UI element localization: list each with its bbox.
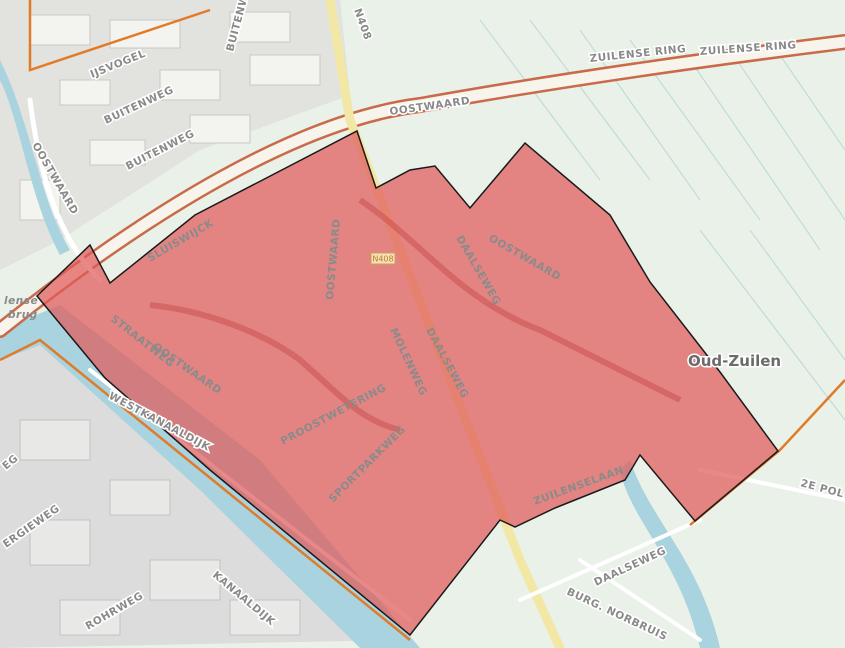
inner-channel [149, 302, 401, 433]
selected-area-polygon[interactable] [35, 129, 780, 637]
stream-west [0, 60, 70, 255]
river-vecht [620, 460, 720, 648]
road-shield-label: N408 [372, 255, 393, 264]
label-brug: brug [8, 309, 38, 321]
road-shield: N408 [370, 252, 396, 265]
label-zuilense-left: lense [4, 295, 38, 307]
inner-channel-east [358, 197, 682, 403]
building-blocks [19, 11, 321, 221]
place-label-oud-zuilen: Oud-Zuilen [688, 352, 781, 370]
meadow-ditches [479, 19, 845, 421]
industrial-blocks [19, 419, 301, 636]
